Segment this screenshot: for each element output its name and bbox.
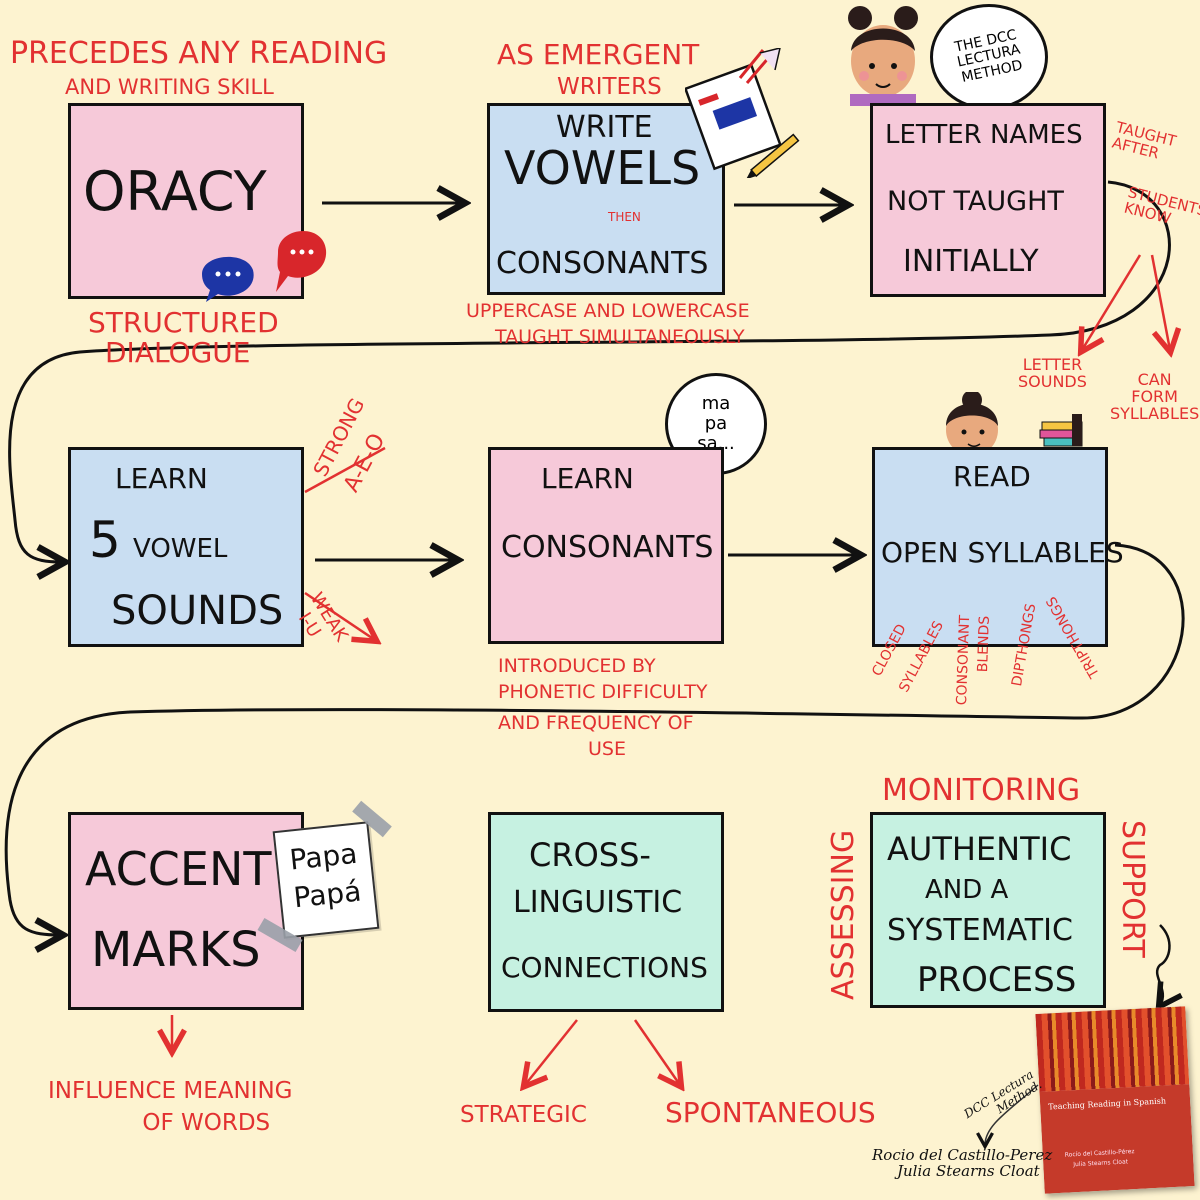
cross-linguistic-box: Cross- Linguistic Connections — [488, 812, 724, 1012]
oracy-below-2: Dialogue — [105, 336, 251, 369]
blends-label: Blends — [975, 615, 993, 673]
arrow-letter-sounds — [1082, 254, 1142, 350]
can-form-syllables-label: CanformSyllables — [1110, 370, 1200, 423]
learn-consonants-line-1: Learn — [541, 462, 634, 495]
letter-names-box: Letter names Not taught Initially — [870, 103, 1106, 297]
papa-line-1: Papa — [288, 836, 359, 877]
authentic-process-box: Authentic and a Systematic Process — [870, 812, 1106, 1008]
consonants-label: Consonants — [496, 246, 709, 281]
reading-girl-icon — [946, 392, 1083, 454]
mapasa-line-1: ma — [701, 393, 731, 415]
oracy-below-1: Structured — [88, 306, 279, 339]
influence-label: Influence meaning of words — [48, 1078, 293, 1137]
dcc-method-bubble: The DCC Lectura Method — [930, 4, 1048, 110]
learn-consonants-box: Learn Consonants — [488, 447, 724, 644]
vowels-label: Vowels — [504, 141, 701, 195]
vowels-below-2: taught simultaneously — [495, 326, 745, 348]
letter-names-line-2: Not taught — [887, 186, 1064, 217]
book-cover: Teaching Reading in Spanish Rocío del Ca… — [1035, 1006, 1195, 1194]
oracy-above-2: and writing skill — [65, 75, 274, 99]
vowels-box: Write Vowels then Consonants — [487, 103, 725, 295]
then-label: then — [608, 210, 641, 224]
accent-label: Accent — [85, 842, 272, 896]
learn-label: Learn — [115, 462, 208, 495]
learn-consonants-line-2: Consonants — [501, 530, 714, 565]
arrow-strategic — [525, 1019, 578, 1085]
oracy-above-1: Precedes any reading — [10, 36, 388, 71]
speech-bubbles-icon — [202, 231, 327, 302]
read-syllables-box: Read Open Syllables — [872, 447, 1124, 647]
arrow-spontaneous — [633, 1019, 680, 1085]
arrow-can-form — [1150, 254, 1170, 350]
snake-row2-row3 — [4, 543, 1185, 935]
accent-marks-box: Accent Marks — [68, 812, 304, 1010]
letter-names-line-3: Initially — [903, 244, 1039, 279]
vowels-above-2: writers — [557, 74, 662, 100]
connections-label: Connections — [501, 951, 708, 984]
girl-avatar-icon — [848, 6, 918, 106]
systematic-label: Systematic — [887, 913, 1073, 948]
letter-names-line-1: Letter names — [885, 120, 1083, 150]
and-a-label: and a — [925, 875, 1009, 905]
monitoring-label: Monitoring — [882, 773, 1081, 808]
support-label: Support — [1115, 820, 1150, 958]
oracy-box: Oracy — [68, 103, 304, 299]
assessing-label: Assessing — [826, 829, 861, 1000]
authentic-label: Authentic — [887, 830, 1072, 868]
introduced-label: Introduced by phonetic difficulty and fr… — [498, 655, 708, 760]
papa-line-2: Papá — [291, 874, 363, 915]
papa-note: Papa Papá — [272, 821, 380, 939]
read-label: Read — [953, 460, 1031, 493]
strategic-label: Strategic — [460, 1102, 587, 1128]
marks-label: Marks — [91, 922, 261, 978]
process-label: Process — [917, 960, 1077, 1000]
cross-label: Cross- — [529, 836, 651, 874]
vowels-below-1: Uppercase and lowercase — [466, 300, 750, 322]
open-syllables-label: Open Syllables — [881, 536, 1124, 569]
vowel-sounds-box: Learn 5 Vowel Sounds — [68, 447, 304, 647]
oracy-title: Oracy — [83, 160, 267, 223]
spontaneous-label: Spontaneous — [665, 1096, 876, 1129]
snake-row1-row2 — [8, 180, 1171, 562]
sounds-label: Sounds — [111, 588, 284, 634]
consonant-label: Consonant — [954, 614, 974, 706]
vowels-above-1: As emergent — [497, 38, 700, 71]
linguistic-label: Linguistic — [513, 885, 683, 920]
letter-sounds-label: Lettersounds — [1018, 355, 1087, 391]
signature: Rocio del Castillo-Perez Julia Stearns C… — [872, 1146, 1053, 1180]
vowel-label: Vowel — [133, 534, 228, 564]
writing-document-icon — [685, 48, 800, 178]
write-label: Write — [556, 110, 653, 145]
mapasa-line-2: pa — [704, 413, 728, 435]
five-label: 5 — [89, 511, 121, 569]
book-pattern — [1035, 1006, 1190, 1092]
